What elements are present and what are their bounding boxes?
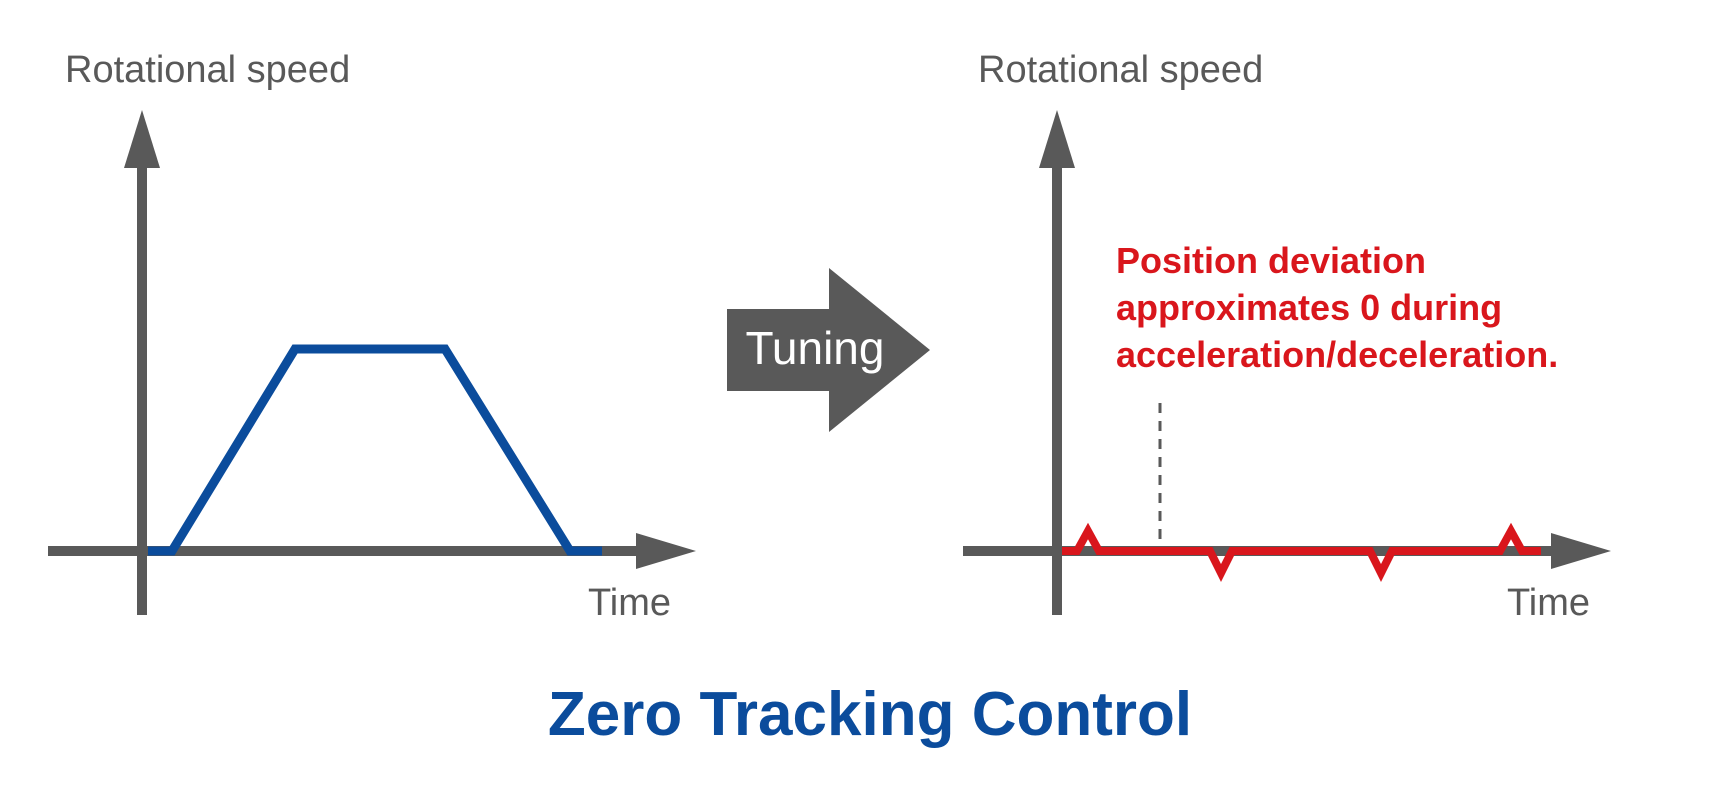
speed-profile-line bbox=[148, 344, 602, 556]
left-x-axis-arrowhead bbox=[636, 533, 696, 569]
right-y-axis-label: Rotational speed bbox=[978, 49, 1263, 91]
position-deviation-line bbox=[1062, 522, 1541, 582]
right-y-axis-arrowhead bbox=[1039, 110, 1075, 168]
annotation-line-3: acceleration/deceleration. bbox=[1116, 334, 1558, 375]
tuning-arrow-label: Tuning bbox=[746, 322, 885, 374]
annotation-line-2: approximates 0 during bbox=[1116, 287, 1502, 328]
tuning-arrow: Tuning bbox=[727, 268, 930, 432]
right-graph: Rotational speed Time Position deviation… bbox=[963, 49, 1611, 624]
right-x-axis-arrowhead bbox=[1551, 533, 1611, 569]
annotation-line-1: Position deviation bbox=[1116, 240, 1426, 281]
left-y-axis-arrowhead bbox=[124, 110, 160, 168]
left-y-axis-label: Rotational speed bbox=[65, 49, 350, 91]
right-x-axis-label: Time bbox=[1507, 582, 1590, 624]
tuning-arrow-shape bbox=[727, 268, 930, 432]
main-title: Zero Tracking Control bbox=[548, 680, 1192, 749]
left-graph: Rotational speed Time bbox=[48, 49, 696, 624]
left-x-axis-label: Time bbox=[588, 582, 671, 624]
